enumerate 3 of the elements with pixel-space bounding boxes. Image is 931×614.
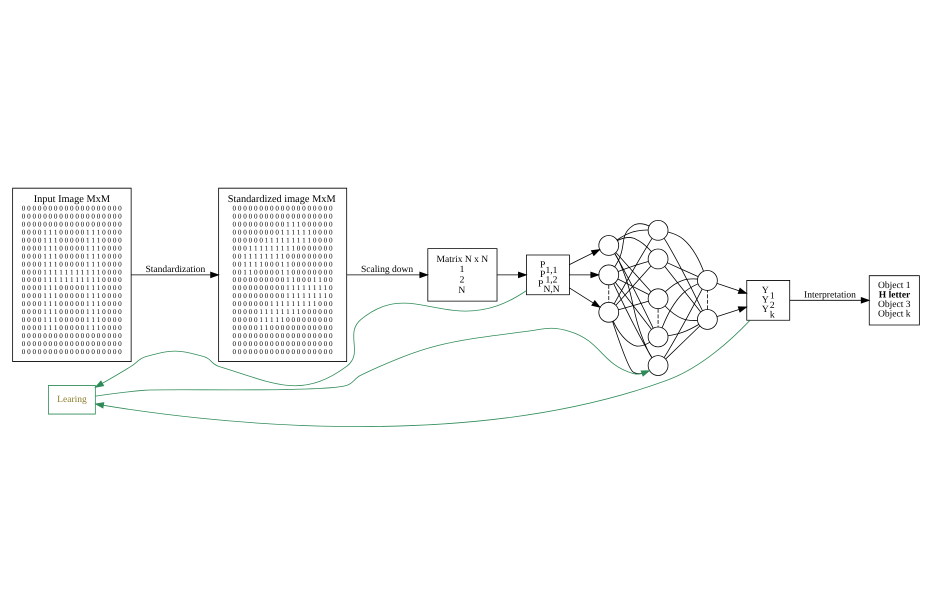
edge-label: Interpretation bbox=[804, 289, 856, 300]
edge-label: Scaling down bbox=[360, 264, 413, 275]
edge-label: Standardization bbox=[144, 264, 205, 275]
